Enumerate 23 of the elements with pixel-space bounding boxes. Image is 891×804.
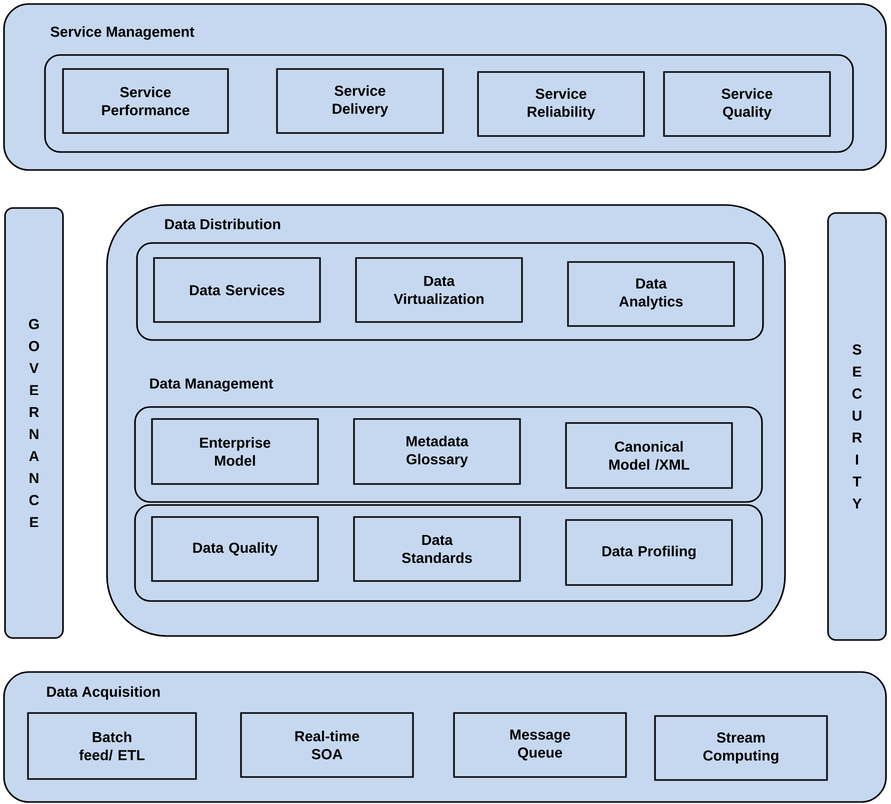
- process-box: Data Standards: [353, 516, 521, 582]
- group-heading: Data Distribution: [165, 218, 280, 230]
- process-box: Data Services: [153, 257, 321, 323]
- process-box: Data Profiling: [565, 519, 733, 586]
- process-box: Data Quality: [151, 516, 319, 582]
- group-heading: Data Acquisition: [47, 686, 160, 700]
- process-box: Canonical Model /XML: [565, 422, 733, 489]
- process-box: Service Quality: [663, 71, 831, 137]
- process-box: Message Queue: [453, 712, 627, 778]
- group-heading: Service Management: [50, 26, 194, 40]
- vertical-bar: SECURITY: [827, 212, 887, 641]
- process-box: Service Delivery: [276, 68, 444, 134]
- process-box: Batch feed/ ETL: [27, 712, 197, 780]
- process-box: Service Reliability: [477, 71, 645, 137]
- process-box: Data Virtualization: [355, 257, 523, 323]
- process-box: Data Analytics: [567, 261, 735, 327]
- process-box: Real-time SOA: [240, 712, 414, 778]
- process-box: Stream Computing: [654, 715, 828, 781]
- group-heading: Data Management: [150, 378, 274, 392]
- process-box: Service Performance: [62, 68, 229, 134]
- vertical-bar: GOVERNANCE: [4, 207, 64, 639]
- process-box: Metadata Glossary: [353, 418, 521, 485]
- process-box: Enterprise Model: [151, 418, 319, 485]
